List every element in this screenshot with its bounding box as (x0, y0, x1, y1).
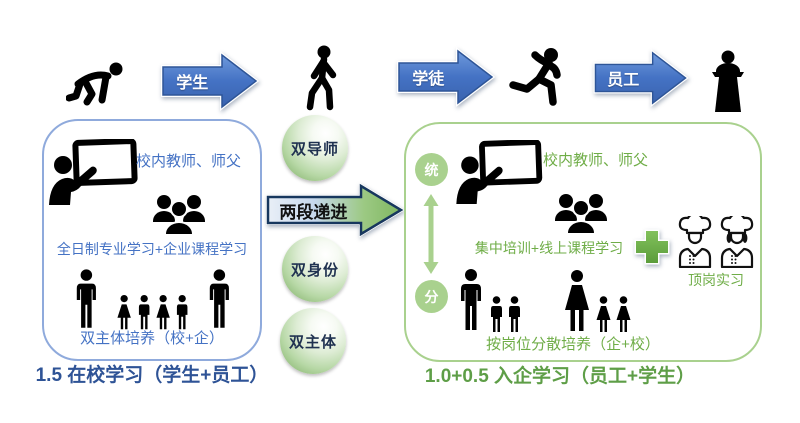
adult-man-icon (461, 269, 481, 330)
school-learning-panel: 校内教师、师父 全日制专业学习+企业课程学习 (42, 119, 262, 361)
school-mentor-label: 校内教师、师父 (136, 153, 242, 170)
right-arrow-icon (397, 46, 496, 108)
school-course-label: 全日制专业学习+企业课程学习 (56, 241, 248, 257)
people-group-icon (153, 195, 205, 235)
internship-label: 顶岗实习 (688, 272, 744, 288)
employee-stage-arrow: 员工 (589, 47, 693, 109)
enterprise-cultivation-label: 按岗位分散培养（企+校） (486, 336, 660, 353)
two-stage-arrow-label: 两段递进 (279, 202, 348, 222)
boy-icon (509, 296, 520, 332)
walking-person-icon (306, 45, 337, 111)
dual-mentor-sphere: 双导师 (282, 115, 348, 181)
enterprise-learning-caption: 1.0+0.5 入企学习（员工+学生） (424, 366, 696, 387)
adult-man-icon (210, 269, 230, 328)
girl-icon (117, 294, 132, 330)
apprentice-arrow-label: 学徒 (412, 71, 445, 88)
dual-subject-sphere: 双主体 (280, 308, 346, 374)
teacher-whiteboard-icon (456, 140, 543, 204)
podium-speaker-icon (712, 50, 744, 112)
plus-icon (634, 229, 670, 265)
unified-badge: 统 (415, 153, 448, 186)
teacher-whiteboard-icon (49, 139, 138, 205)
right-arrow-icon (593, 48, 689, 108)
apprentice-stage-arrow: 学徒 (394, 45, 498, 109)
girl-icon (156, 294, 170, 330)
adult-man-icon (76, 269, 96, 328)
position-groups-family-icons (456, 264, 656, 332)
right-arrow-icon (266, 182, 405, 238)
people-group-icon (555, 194, 607, 234)
up-down-arrow-icon (423, 194, 439, 274)
male-chef-icon (678, 216, 712, 268)
girl-icon (616, 296, 631, 332)
chef-pair-icons (677, 216, 755, 268)
enterprise-mentor-label: 校内教师、师父 (543, 152, 649, 169)
boy-icon (138, 294, 150, 330)
divided-badge: 分 (415, 280, 448, 313)
dual-identity-sphere: 双身份 (282, 236, 348, 302)
girl-icon (596, 296, 611, 332)
employee-arrow-label: 员工 (607, 72, 640, 89)
dual-subject-family-icons (72, 264, 234, 330)
enterprise-training-label: 集中培训+线上课程学习 (474, 240, 624, 256)
running-person-icon (509, 48, 561, 106)
female-chef-icon (720, 216, 754, 268)
student-arrow-label: 学生 (176, 75, 209, 92)
adult-woman-icon (565, 270, 589, 331)
two-stage-progression-arrow: 两段递进 (263, 181, 407, 239)
boy-icon (491, 296, 502, 332)
school-learning-caption: 1.5 在校学习（学生+员工） (35, 365, 269, 386)
right-arrow-icon (161, 50, 260, 112)
student-stage-arrow: 学生 (158, 49, 262, 113)
boy-icon (177, 294, 188, 330)
sprinter-start-icon (66, 62, 123, 106)
school-cultivation-label: 双主体培养（校+企） (80, 330, 224, 347)
enterprise-learning-panel: 统 分 校内教师、师父 集中培训+线上课程学习 (404, 122, 762, 362)
